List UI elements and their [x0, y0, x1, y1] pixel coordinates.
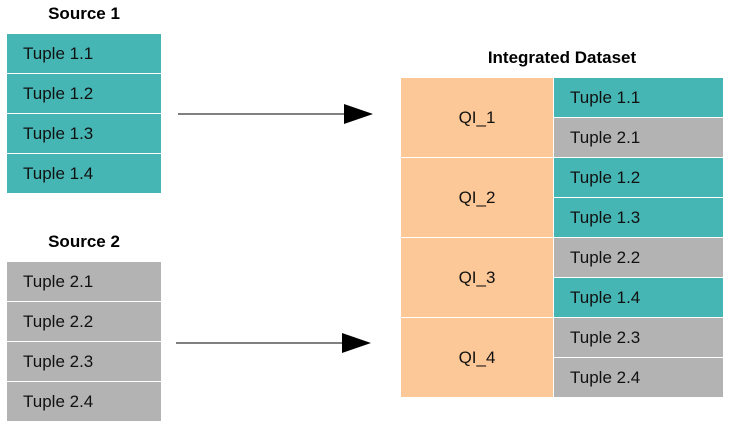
integrated-tuple: Tuple 1.4: [554, 278, 723, 318]
qi-group-label: QI_3: [401, 238, 554, 318]
integrated-tuple: Tuple 1.2: [554, 158, 723, 198]
source1-tuple: Tuple 1.1: [7, 34, 161, 74]
integrated-tuple: Tuple 1.3: [554, 198, 723, 238]
integrated-title: Integrated Dataset: [487, 48, 637, 67]
qi-group-label: QI_2: [401, 158, 554, 238]
arrow-source2-head: [342, 333, 371, 353]
qi-group-label: QI_1: [401, 78, 554, 158]
integrated-tuple: Tuple 2.1: [554, 118, 723, 158]
source1-tuple: Tuple 1.4: [7, 154, 161, 194]
integrated-tuple: Tuple 1.1: [554, 78, 723, 118]
source2-tuple: Tuple 2.3: [7, 342, 161, 382]
arrow-source1-head: [344, 104, 373, 124]
integrated-tuple: Tuple 2.4: [554, 358, 723, 398]
source2-tuple: Tuple 2.2: [7, 302, 161, 342]
qi-group-label: QI_4: [401, 318, 554, 398]
source2-tuple: Tuple 2.4: [7, 382, 161, 422]
integrated-tuple: Tuple 2.2: [554, 238, 723, 278]
source1-tuple: Tuple 1.3: [7, 114, 161, 154]
source2-tuple: Tuple 2.1: [7, 262, 161, 302]
source1-title: Source 1: [48, 4, 120, 23]
source1-tuple: Tuple 1.2: [7, 74, 161, 114]
source2-title: Source 2: [48, 232, 120, 251]
integrated-tuple: Tuple 2.3: [554, 318, 723, 358]
